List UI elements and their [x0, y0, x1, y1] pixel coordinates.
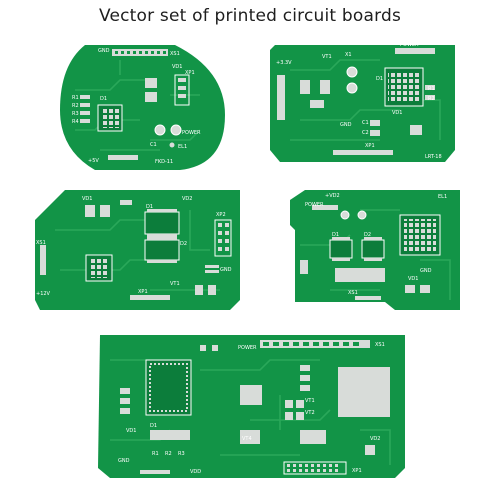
board-bottom-label-power: POWER [238, 345, 257, 351]
board-top-right-label-c1: C1 [362, 120, 369, 126]
board-round-label-code: FKD-11 [155, 159, 173, 165]
board-top-right-label-xp1: XP1 [365, 143, 375, 149]
board-round-outline [60, 45, 225, 170]
board-mid-right-label-vd2: +VD2 [325, 193, 340, 199]
board-round-label-v12: +5V [88, 158, 99, 164]
board-bottom-label-vd1: VD1 [126, 428, 136, 434]
board-mid-left: VD1 VD2 XP2 XS1 D1 D2 GND +12V VT1 XP1 [35, 190, 240, 310]
board-bottom-label-vt4: VT4 [242, 436, 252, 442]
board-top-right-connector [395, 48, 435, 54]
board-top-right-label-code: LRT-18 [425, 154, 442, 160]
board-round-label-r4: R4 [72, 119, 79, 125]
page-title: Vector set of printed circuit boards [98, 6, 402, 26]
board-top-right-label-x1: X1 [345, 52, 352, 58]
board-mid-left-label-xp1: XP1 [138, 289, 148, 295]
board-round-label-xp1: XP1 [185, 70, 195, 76]
board-mid-left-label-vd1: VD1 [82, 196, 92, 202]
board-round-capacitor [170, 124, 182, 136]
board-mid-right-label-gnd: GND [420, 268, 432, 274]
board-bottom-label-gnd: GND [118, 458, 130, 464]
board-round-label-vd1: VD1 [172, 64, 182, 70]
board-round-label-r2: R2 [72, 103, 79, 109]
board-bottom-label-xp1: XP1 [352, 468, 362, 474]
board-mid-left-label-vt1: VT1 [170, 281, 180, 287]
board-mid-left-label-vd2: VD2 [182, 196, 192, 202]
board-top-right-label-v33: +3.3V [276, 60, 292, 66]
board-top-right-label-vt1: VT1 [322, 54, 332, 60]
board-top-right-label-c2: C2 [362, 130, 369, 136]
board-top-right-label-power: POWER [400, 42, 419, 48]
board-top-right-label-r1: R1 [428, 86, 435, 92]
board-round-label-gnd: GND [98, 48, 110, 54]
board-top-right-label-gnd: GND [340, 122, 352, 128]
board-mid-right-label-el1: EL1 [438, 194, 447, 200]
board-bottom-label-xs1: XS1 [375, 342, 385, 348]
board-round-label-xs1: XS1 [170, 51, 180, 57]
board-mid-left-label-d2: D2 [180, 241, 187, 247]
board-round-label-d1: D1 [100, 96, 107, 102]
board-mid-left-label-v12: +12V [36, 291, 51, 297]
board-mid-left-label-xs1: XS1 [36, 240, 46, 246]
board-bottom-label-vdd: VDD [190, 469, 201, 475]
board-bottom: POWER XS1 D1 VD1 VT1 VT2 VT4 R1 R2 R3 GN… [98, 335, 405, 478]
board-round-label-c1: C1 [150, 142, 157, 148]
board-bottom-label-r3: R3 [178, 451, 185, 457]
board-round-label-power: POWER [182, 130, 201, 136]
board-round-label-r3: R3 [72, 111, 79, 117]
board-bottom-label-vd2: VD2 [370, 436, 380, 442]
board-bottom-label-vt2: VT2 [305, 410, 315, 416]
board-mid-right: +VD2 POWER EL1 D1 D2 GND XS1 JK-7B VD1 [290, 190, 460, 310]
board-top-right: POWER +3.3V VT1 X1 D1 GND R1 R2 C1 C2 VD… [270, 42, 455, 162]
board-top-right-label-r2: R2 [428, 96, 435, 102]
board-mid-right-label-code: JK-7B [317, 302, 331, 308]
board-mid-right-label-xs1: XS1 [348, 290, 358, 296]
board-bottom-main-chip [145, 359, 192, 416]
board-round-capacitor [154, 124, 166, 136]
board-bottom-label-vt1: VT1 [305, 398, 315, 404]
board-round-label-el1: EL1 [178, 144, 187, 150]
board-top-right-label-d1: D1 [376, 76, 383, 82]
board-mid-left-chip-d1 [144, 211, 180, 235]
board-round-label-r1: R1 [72, 95, 79, 101]
board-mid-left-label-d1: D1 [146, 204, 153, 210]
board-mid-left-chip-d2 [144, 239, 180, 261]
board-top-right-outline [270, 45, 455, 162]
board-mid-left-label-gnd: GND [220, 267, 232, 273]
board-round: GND XS1 VD1 XP1 D1 R1 R2 R3 R4 POWER C1 … [60, 45, 225, 170]
board-mid-right-label-vd1: VD1 [408, 276, 418, 282]
board-bottom-label-r1: R1 [152, 451, 159, 457]
board-top-right-label-vd1: VD1 [392, 110, 402, 116]
board-bottom-label-r2: R2 [165, 451, 172, 457]
board-mid-left-label-xp2: XP2 [216, 212, 226, 218]
board-mid-right-label-d1: D1 [332, 232, 339, 238]
board-mid-right-label-d2: D2 [364, 232, 371, 238]
board-bottom-label-d1: D1 [150, 423, 157, 429]
board-mid-right-label-power: POWER [305, 202, 324, 208]
